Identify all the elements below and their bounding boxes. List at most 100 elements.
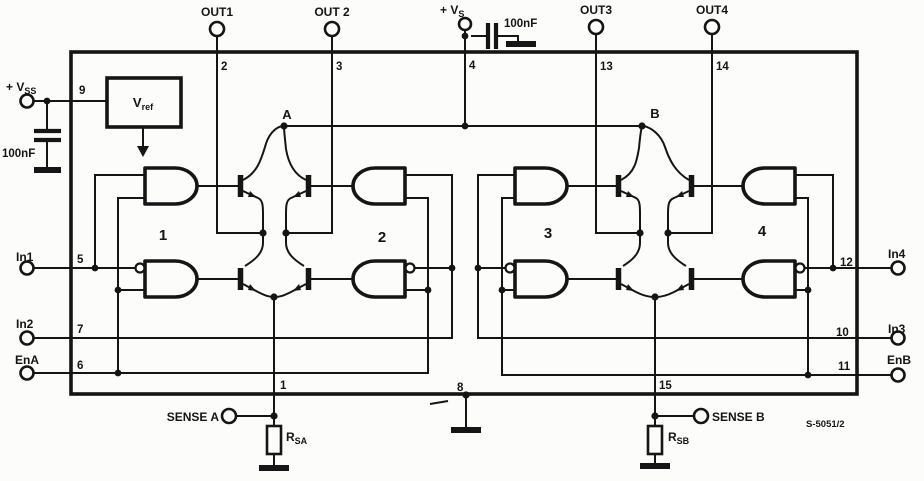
gate2-number: 2 [378,229,386,246]
in4-branch-to-gate4 [795,174,834,268]
left-input-wires [34,174,453,374]
collector-b-lower-right [667,234,687,267]
out1-terminal-circle [208,20,226,38]
emitter-arrow-icon [676,191,684,197]
out3-column [595,52,640,234]
gate1-number: 1 [159,227,167,244]
emitter-a-upper-left [242,190,264,233]
output-columns [216,52,713,234]
collector-b-upper-left [620,125,643,181]
scan-artifact [429,400,449,405]
schematic-reference-number: S-5051/2 [806,419,845,430]
out4-column [668,52,713,234]
pin4-number: 4 [469,60,476,72]
emitter-arrow-icon [248,191,256,197]
emitter-b-upper-right [667,190,690,233]
invert-bubble-gate1-lower-icon [134,262,146,274]
bridge-a-transistors [237,125,312,298]
gate-output-lines [197,185,743,280]
ena-wire [34,197,429,374]
emitter-arrow-icon [626,284,634,291]
in1-label: In1 [16,250,34,264]
out3-label: OUT3 [580,3,612,17]
emitter-arrow-icon [293,284,301,291]
and-gate-3-lower [513,259,569,299]
ena-branch-left [117,197,145,373]
and-gate-2 [351,166,407,206]
pin9-number: 9 [79,85,85,97]
pin10-number: 10 [836,327,849,339]
out4-label: OUT4 [696,3,728,17]
collector-a-upper-right [283,125,307,181]
collector-a-lower-right [285,234,305,267]
in4-label: In4 [888,247,906,261]
in1-terminal-circle [19,260,35,276]
sense-a-network [220,297,289,471]
in2-label: In2 [16,317,34,331]
pin8-number: 8 [457,382,464,394]
bridge-b-transistors [615,125,695,298]
emitter-arrow-icon [293,191,301,197]
collector-a-lower-left [244,234,264,267]
in2-terminal-circle [19,330,35,346]
out2-column [286,52,333,234]
emitter-b-lower-left [620,283,655,298]
bridge-a-label: A [282,107,292,122]
emitter-b-lower-right [655,283,690,298]
emitter-arrow-icon [626,191,634,197]
vss-label: + VSS [6,80,36,96]
pin13-number: 13 [600,61,613,73]
pin7-number: 7 [77,324,83,336]
collector-b-lower-left [622,234,641,267]
out2-label: OUT 2 [314,5,350,19]
pin5-number: 5 [77,254,84,266]
ena-label: EnA [15,353,39,367]
gate3-number: 3 [544,225,552,242]
pin2-number: 2 [221,61,227,73]
cap-wire-right [498,35,519,41]
invert-bubble-gate3-lower-icon [504,262,516,274]
cap-left-value-label: 100nF [2,148,35,160]
emitter-a-upper-right [285,190,307,233]
in4-terminal-circle [890,260,906,276]
pin15-number: 15 [659,380,672,392]
out3-terminal-circle [587,18,605,36]
in3-terminal-circle [890,330,906,346]
pin11-number: 11 [838,361,851,373]
collector-b-upper-right [643,125,690,181]
invert-bubble-gate2-lower-icon [404,262,416,274]
in3-label: In3 [888,322,906,336]
out2-terminal-circle [323,20,341,38]
rsa-resistor [265,424,283,456]
enb-wire [501,197,891,376]
and-gate-2-lower [351,259,407,299]
enb-label: EnB [887,353,911,367]
gate4-number: 4 [758,223,767,240]
pin14-number: 14 [716,61,729,73]
and-gate-3 [513,166,569,206]
pin1-number: 1 [280,380,287,392]
cap-top-value-label: 100nF [504,18,537,30]
rsa-label: RSA [286,430,308,446]
rsb-resistor [646,424,664,456]
and-gate-1 [143,166,199,206]
vs-terminal-circle [457,16,473,32]
vs-decoupling-capacitor [471,23,536,49]
pin6-number: 6 [77,360,83,372]
pin3-number: 3 [336,61,342,73]
junction-dots [43,32,837,420]
rsb-label: RSB [668,430,690,446]
gnd-pin-network [451,395,481,433]
in1-branch-to-gate1 [94,174,145,268]
bridge-b-label: B [650,106,659,121]
enb-branch-right [795,197,809,375]
and-gate-4-lower [741,259,797,299]
ena-terminal-circle [19,365,35,381]
vss-terminal-circle [19,93,35,109]
vref-label: Vref [133,95,154,112]
emitter-b-upper-left [620,190,641,233]
and-gate-1-lower [143,259,199,299]
out4-terminal-circle [703,18,721,36]
